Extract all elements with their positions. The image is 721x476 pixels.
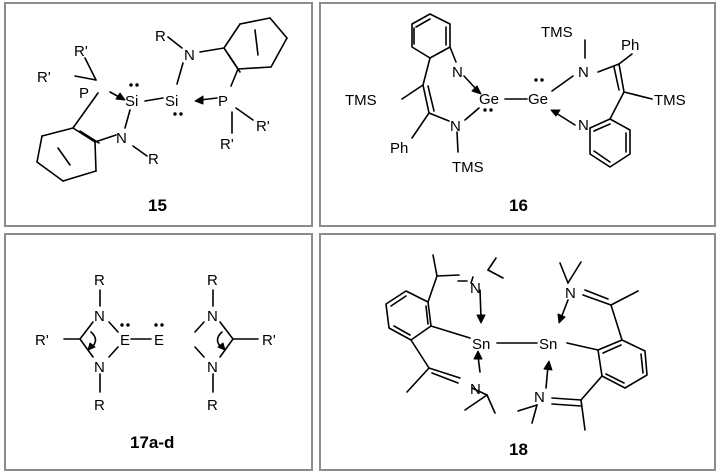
atom-tms-16c: TMS	[541, 24, 573, 41]
compound-label-15: 15	[148, 196, 167, 215]
atom-n-16d: N	[578, 117, 589, 134]
atom-r-17a: R	[94, 272, 105, 289]
atom-n-18a: N	[470, 280, 481, 297]
atom-p-15a: P	[79, 85, 89, 102]
atom-ge-16b: Ge	[528, 91, 548, 108]
atom-ge-16a: Ge	[479, 91, 499, 108]
atom-e-17b: E	[154, 332, 164, 349]
atom-n-15a: N	[116, 130, 127, 147]
structure-18: N Sn N N Sn N 18	[385, 254, 648, 459]
atom-p-15b: P	[218, 93, 228, 110]
atom-n-17b: N	[94, 359, 105, 376]
panel-16	[319, 2, 716, 227]
compound-label-18: 18	[509, 440, 528, 459]
panel-15	[4, 2, 313, 227]
atom-tms-16a: TMS	[345, 92, 377, 109]
atom-n-18c: N	[565, 285, 576, 302]
atom-rprime-15b: R'	[37, 69, 51, 86]
structure-15: R' R' P Si N R R N Si P R' R' 15	[36, 17, 288, 215]
atom-r-17d: R	[207, 397, 218, 414]
panel-18	[319, 233, 716, 471]
compound-label-16: 16	[509, 196, 528, 215]
atom-n-16c: N	[578, 64, 589, 81]
atom-rprime-17b: R'	[262, 332, 276, 349]
atom-n-17d: N	[207, 359, 218, 376]
atom-n-18d: N	[534, 389, 545, 406]
compound-label-17: 17a-d	[130, 433, 174, 452]
atom-si-15b: Si	[165, 93, 178, 110]
atom-r-15a: R	[148, 151, 159, 168]
atom-rprime-15a: R'	[74, 43, 88, 60]
atom-n-18b: N	[470, 381, 481, 398]
atom-sn-18a: Sn	[472, 336, 490, 353]
structure-17: R N R' E N R R N E R' N R 17a-d	[35, 272, 276, 452]
atom-n-17c: N	[207, 308, 218, 325]
atom-rprime-17a: R'	[35, 332, 49, 349]
atom-sn-18b: Sn	[539, 336, 557, 353]
atom-ph-16a: Ph	[390, 140, 408, 157]
atom-rprime-15c: R'	[256, 118, 270, 135]
atom-si-15a: Si	[125, 93, 138, 110]
atom-n-16a: N	[452, 64, 463, 81]
atom-r-17b: R	[94, 397, 105, 414]
atom-n-16b: N	[450, 118, 461, 135]
atom-rprime-15d: R'	[220, 136, 234, 153]
atom-tms-16b: TMS	[452, 159, 484, 176]
atom-n-15b: N	[184, 47, 195, 64]
atom-ph-16b: Ph	[621, 37, 639, 54]
atom-e-17a: E	[120, 332, 130, 349]
atom-n-17a: N	[94, 308, 105, 325]
structure-16: N TMS Ge N Ph TMS TMS Ph N Ge TMS N 16	[345, 13, 686, 215]
atom-r-15b: R	[155, 28, 166, 45]
atom-tms-16d: TMS	[654, 92, 686, 109]
atom-r-17c: R	[207, 272, 218, 289]
panel-17	[4, 233, 313, 471]
